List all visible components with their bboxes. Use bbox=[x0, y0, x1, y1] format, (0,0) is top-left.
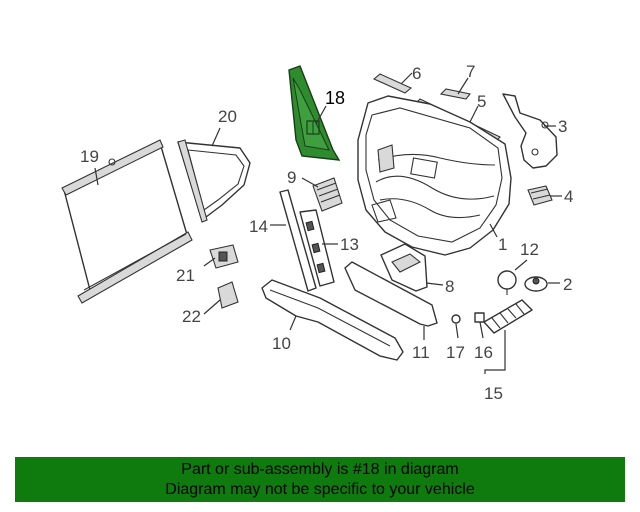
callout-22: 22 bbox=[182, 307, 201, 326]
callout-10: 10 bbox=[272, 334, 291, 353]
part-4-vent bbox=[527, 185, 553, 206]
part-12-fastener bbox=[497, 270, 517, 295]
callout-12: 12 bbox=[520, 240, 539, 259]
callout-7: 7 bbox=[466, 62, 475, 81]
parts-diagram: 6 7 5 3 4 1 12 2 8 9 13 14 11 10 17 16 1… bbox=[61, 62, 573, 403]
part-14-strip bbox=[279, 189, 317, 292]
callout-21: 21 bbox=[176, 266, 195, 285]
part-11-armrest bbox=[344, 261, 438, 327]
callout-5: 5 bbox=[477, 92, 486, 111]
banner-line-1: Part or sub-assembly is #18 in diagram bbox=[181, 461, 459, 478]
leader-lines bbox=[94, 72, 562, 374]
part-16-clip bbox=[474, 312, 485, 323]
callout-8: 8 bbox=[445, 277, 454, 296]
callout-15: 15 bbox=[484, 384, 503, 403]
part-9-grille bbox=[312, 177, 343, 212]
part-1-door-panel bbox=[357, 95, 512, 256]
parts-diagram-svg: 6 7 5 3 4 1 12 2 8 9 13 14 11 10 17 16 1… bbox=[61, 62, 573, 403]
part-19-sunshade bbox=[61, 139, 193, 304]
part-3-bracket bbox=[502, 93, 558, 169]
callout-18-highlighted: 18 bbox=[325, 88, 345, 108]
callout-2: 2 bbox=[563, 275, 572, 294]
callout-17: 17 bbox=[446, 343, 465, 362]
callout-11: 11 bbox=[412, 343, 430, 362]
callout-14: 14 bbox=[249, 217, 268, 236]
part-17-screw bbox=[451, 314, 461, 324]
part-22-clip bbox=[217, 281, 239, 309]
part-13-switch-panel bbox=[299, 209, 335, 287]
part-7-clip bbox=[439, 88, 471, 100]
callout-9: 9 bbox=[287, 168, 296, 187]
part-21-clip bbox=[209, 244, 239, 269]
callout-20: 20 bbox=[218, 107, 237, 126]
callout-1: 1 bbox=[498, 235, 507, 254]
part-6-strip bbox=[372, 73, 413, 94]
part-15-grille bbox=[483, 299, 533, 334]
part-18-trim-highlighted[interactable] bbox=[288, 65, 341, 161]
callout-3: 3 bbox=[558, 117, 567, 136]
callout-13: 13 bbox=[340, 235, 359, 254]
callout-6: 6 bbox=[412, 64, 421, 83]
info-banner: Part or sub-assembly is #18 in diagram D… bbox=[15, 457, 625, 502]
callout-19: 19 bbox=[80, 147, 99, 166]
part-10-long-trim bbox=[261, 279, 404, 361]
part-2-fastener bbox=[524, 276, 548, 292]
callout-4: 4 bbox=[564, 187, 573, 206]
callout-16: 16 bbox=[474, 343, 493, 362]
banner-line-2: Diagram may not be specific to your vehi… bbox=[165, 481, 475, 498]
part-20-panel bbox=[177, 139, 251, 223]
part-8-pocket bbox=[380, 243, 428, 292]
